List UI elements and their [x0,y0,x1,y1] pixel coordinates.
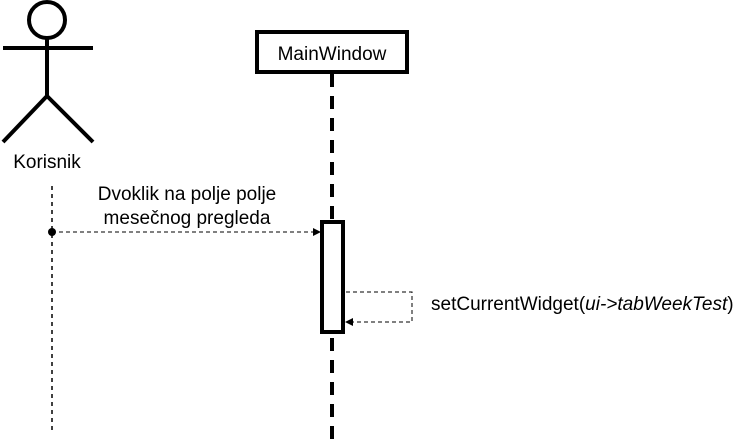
self-message-label: setCurrentWidget(ui->tabWeekTest) [431,294,734,315]
self-message-arrow [345,291,413,326]
actor-head [27,0,67,40]
actor-left-leg [1,94,49,144]
message-label-line1: Dvoklik na polje polje [98,184,277,205]
actor-figure [1,0,95,144]
activation-box [320,220,345,334]
self-message-suffix: ) [727,294,733,315]
actor-label: Korisnik [13,152,81,173]
message-label-line2: mesečnog pregleda [104,208,271,229]
actor-right-leg [45,94,95,144]
participant-box [255,30,409,74]
self-message-prefix: setCurrentWidget( [431,294,586,315]
self-message-argument: ui->tabWeekTest [585,294,728,315]
participant-label: MainWindow [278,44,387,65]
